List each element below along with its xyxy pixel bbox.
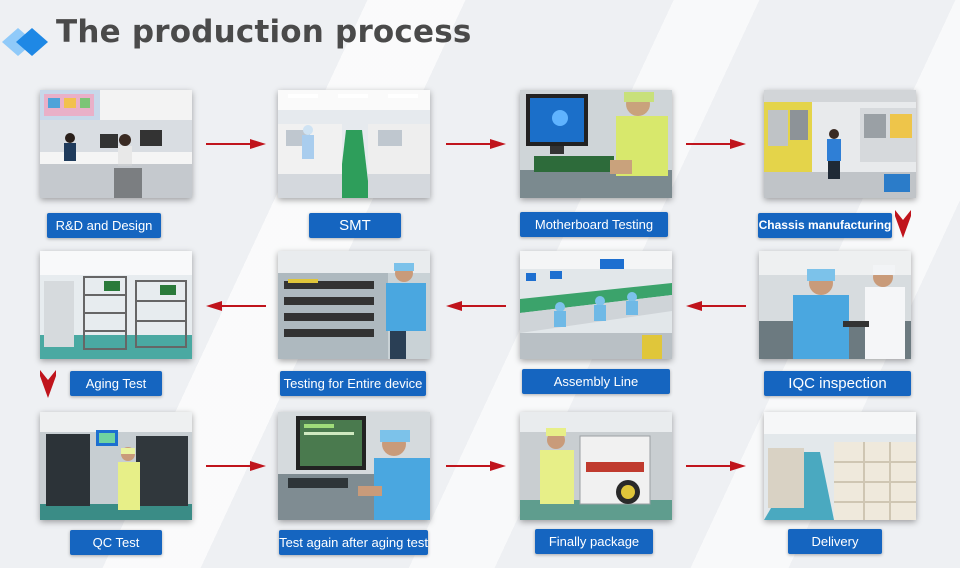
step-label: Test again after aging test [279, 530, 428, 555]
arrow-icon [446, 139, 506, 149]
photo-finally-package [520, 412, 672, 520]
photo-smt [278, 90, 430, 198]
step-label: SMT [309, 213, 401, 238]
photo-iqc-inspection [759, 251, 911, 359]
step-label: Chassis manufacturing [758, 213, 892, 238]
photo-assembly-line [520, 251, 672, 359]
step-label: Finally package [535, 529, 653, 554]
arrow-icon [446, 461, 506, 471]
diamond-icon [2, 28, 48, 56]
step-label: Motherboard Testing [520, 212, 668, 237]
step-label: Delivery [788, 529, 882, 554]
arrow-icon [895, 210, 911, 238]
arrow-icon [446, 301, 506, 311]
step-label: Aging Test [70, 371, 162, 396]
arrow-icon [206, 139, 266, 149]
photo-rd-design [40, 90, 192, 198]
photo-chassis-manufacturing [764, 90, 916, 198]
photo-motherboard-testing [520, 90, 672, 198]
photo-aging-test [40, 251, 192, 359]
step-label: QC Test [70, 530, 162, 555]
arrow-icon [686, 461, 746, 471]
arrow-icon [206, 301, 266, 311]
title-bar: The production process [0, 8, 600, 64]
photo-delivery [764, 412, 916, 520]
photo-test-again-after-aging [278, 412, 430, 520]
photo-testing-entire-device [278, 251, 430, 359]
step-label: IQC inspection [764, 371, 911, 396]
step-label: R&D and Design [47, 213, 161, 238]
page-title: The production process [56, 14, 472, 50]
arrow-icon [686, 301, 746, 311]
photo-qc-test [40, 412, 192, 520]
arrow-icon [686, 139, 746, 149]
arrow-icon [206, 461, 266, 471]
step-label: Assembly Line [522, 369, 670, 394]
step-label: Testing for Entire device [280, 371, 426, 396]
arrow-icon [40, 370, 56, 398]
